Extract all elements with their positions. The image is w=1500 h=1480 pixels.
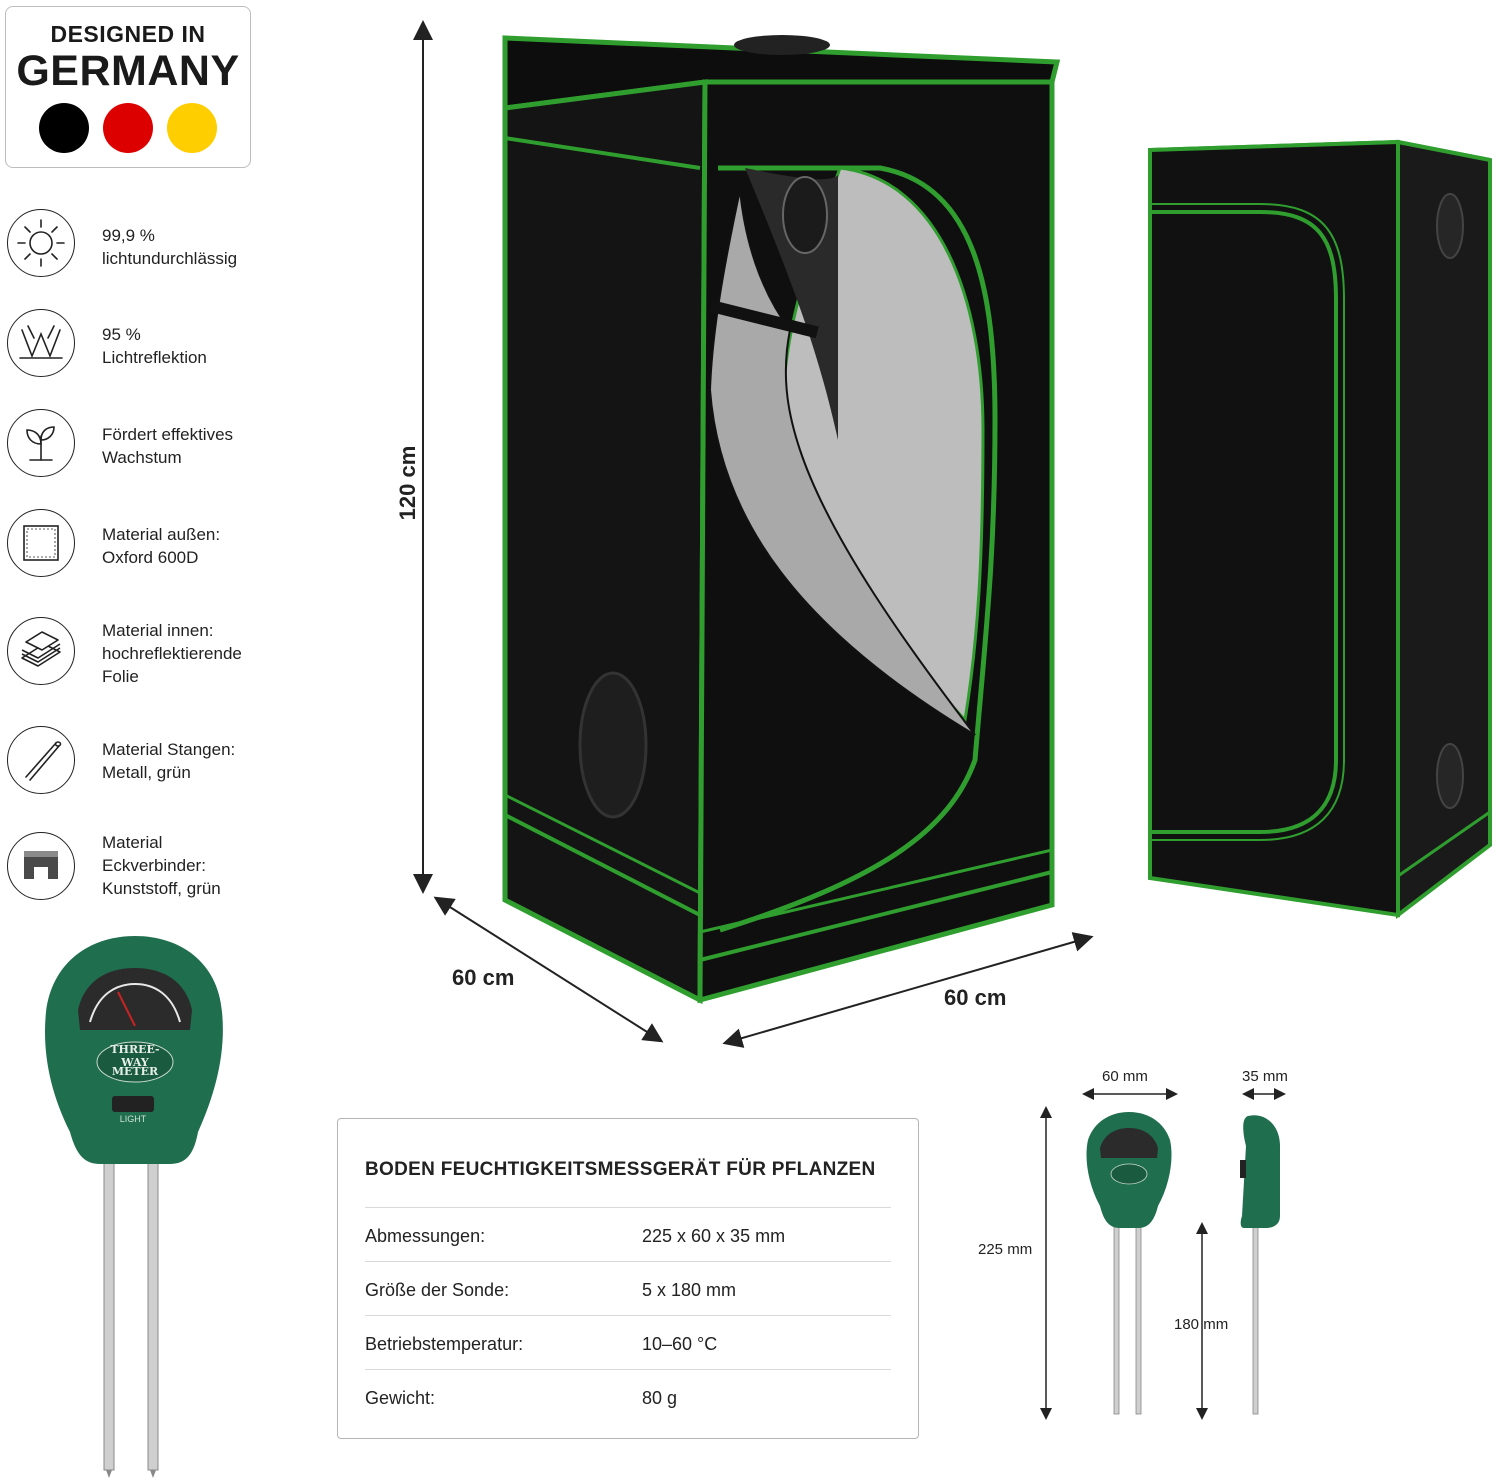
spec-row-dimensions: Abmessungen: 225 x 60 x 35 mm — [365, 1207, 891, 1262]
soil-meter-large — [45, 936, 223, 1478]
tent-2-front — [1148, 139, 1400, 918]
designed-in-germany-badge: DESIGNED IN GERMANY — [5, 6, 251, 168]
feature-text-2: 95 %Lichtreflektion — [102, 325, 207, 367]
spec-label: Gewicht: — [365, 1388, 436, 1408]
badge-line-2: GERMANY — [16, 47, 240, 95]
meter-label-bottom: METER — [111, 1065, 159, 1078]
meter-dimension-diagram — [1040, 1088, 1286, 1420]
spec-panel: BODEN FEUCHTIGKEITSMESSGERÄT FÜR PFLANZE… — [337, 1118, 919, 1439]
feature-text-6: Material Stangen:Metall, grün — [102, 740, 236, 782]
plant-icon — [7, 409, 75, 477]
badge-line-1: DESIGNED IN — [50, 21, 206, 47]
corner-connector-icon — [7, 832, 75, 900]
meter-depth-label: 35 mm — [1242, 1068, 1288, 1085]
meter-probe-label: 180 mm — [1174, 1316, 1229, 1333]
spec-value: 225 x 60 x 35 mm — [642, 1226, 786, 1246]
feature-text-4: Material außen:Oxford 600D — [102, 525, 221, 567]
spec-row-temperature: Betriebstemperatur: 10–60 °C — [365, 1315, 891, 1370]
spec-panel-title: BODEN FEUCHTIGKEITSMESSGERÄT FÜR PFLANZE… — [365, 1159, 876, 1180]
meter-label-top: THREE-WAY — [110, 1043, 160, 1069]
spec-value: 5 x 180 mm — [642, 1280, 737, 1300]
meter-switch-label: LIGHT — [119, 1114, 147, 1124]
sun-icon — [7, 209, 75, 277]
spec-label: Abmessungen: — [365, 1226, 486, 1246]
spec-value: 10–60 °C — [642, 1334, 718, 1354]
spec-label: Größe der Sonde: — [365, 1280, 510, 1300]
tent-side-face — [502, 79, 708, 1005]
spec-label: Betriebstemperatur: — [365, 1334, 524, 1354]
tent-width-label: 60 cm — [944, 985, 1007, 1010]
flag-dot-black — [39, 103, 89, 153]
meter-width-label: 60 mm — [1102, 1068, 1148, 1085]
feature-text-1: 99,9 %lichtundurchlässig — [102, 226, 238, 268]
layers-icon — [7, 617, 75, 685]
pole-icon — [7, 726, 75, 794]
flag-dot-red — [103, 103, 153, 153]
tent-height-label: 120 cm — [395, 445, 420, 521]
spec-value: 80 g — [642, 1388, 678, 1408]
light-reflection-icon — [7, 309, 75, 377]
spec-row-weight: Gewicht: 80 g — [365, 1369, 891, 1424]
tent-2-side — [1396, 139, 1492, 920]
meter-height-label: 225 mm — [978, 1241, 1033, 1258]
spec-row-probe: Größe der Sonde: 5 x 180 mm — [365, 1261, 891, 1316]
flag-dot-gold — [167, 103, 217, 153]
tent-depth-label: 60 cm — [452, 965, 515, 990]
fabric-icon — [7, 509, 75, 577]
side-vent — [578, 671, 648, 819]
